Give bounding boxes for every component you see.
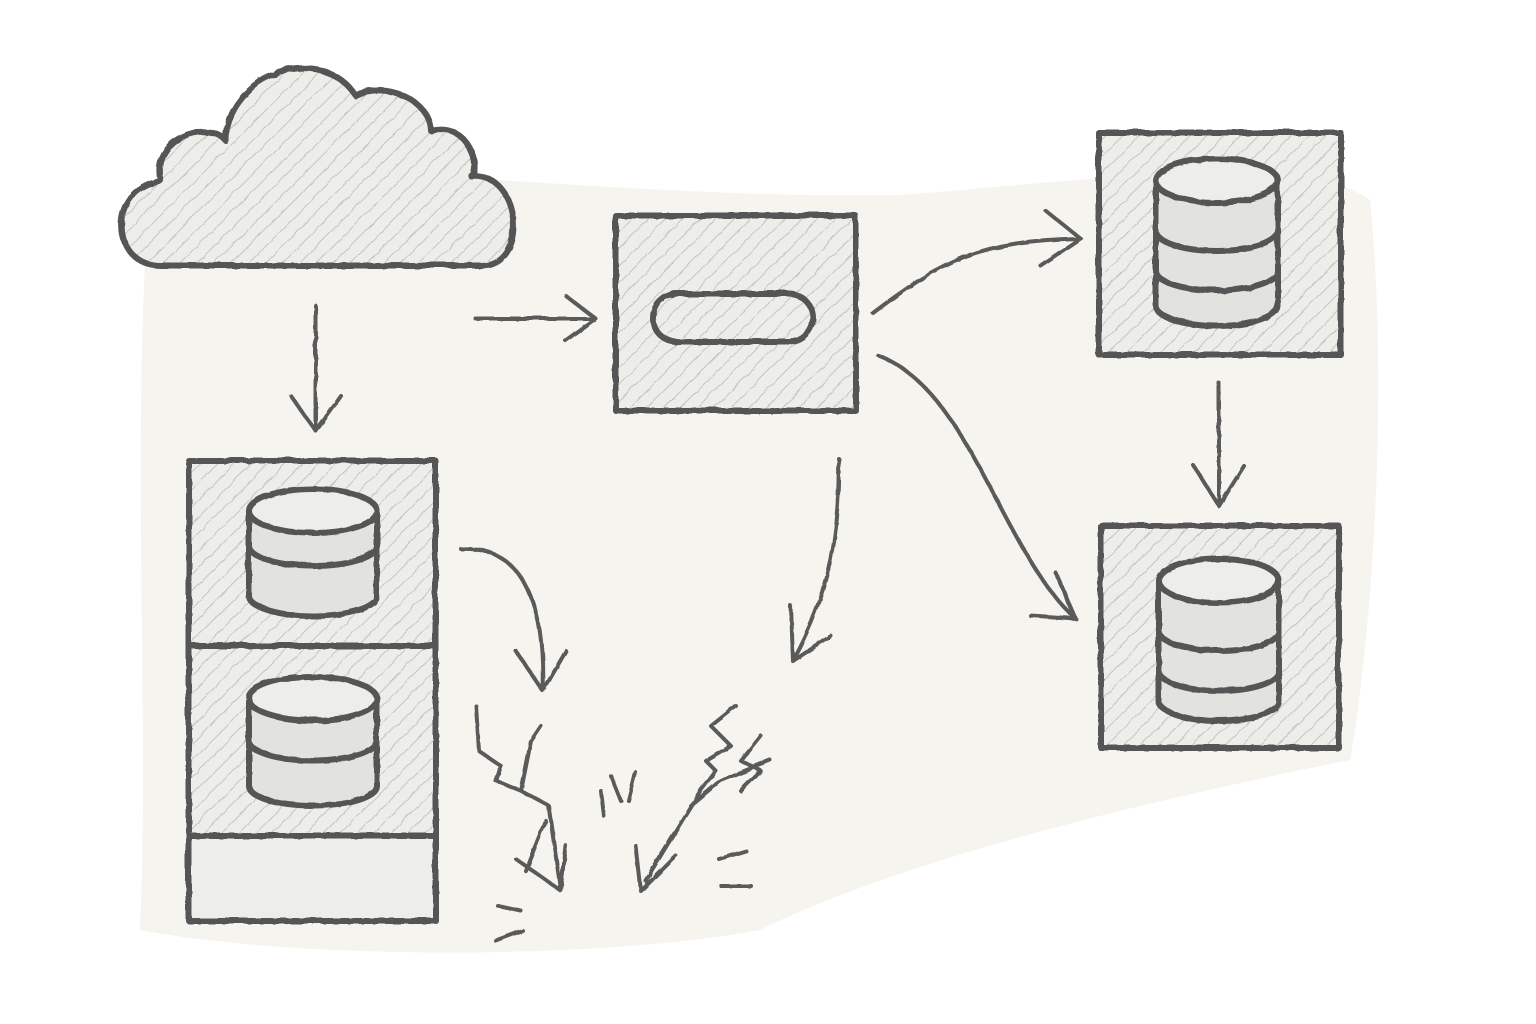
arrow-gateway-to-db-top (870, 208, 1082, 314)
arrow-stack-to-failure (458, 545, 567, 692)
db-top-right-node (1095, 129, 1343, 357)
db-stack-left-node (185, 457, 438, 923)
broken-arrow-left (473, 703, 567, 892)
paper-background (140, 170, 1379, 953)
database-icon (245, 485, 379, 618)
arrow-gateway-to-db-bottom (876, 353, 1077, 620)
cloud-icon (117, 64, 516, 268)
database-icon (1152, 155, 1280, 328)
arrow-gateway-to-failure (788, 456, 841, 662)
arrow-dbtop-to-dbbottom (1191, 380, 1245, 507)
database-icon (245, 673, 379, 808)
arrow-cloud-to-stack (288, 303, 342, 432)
pill-icon (649, 290, 815, 344)
arrow-cloud-to-gateway (473, 293, 597, 342)
database-icon (1155, 555, 1281, 723)
db-bottom-right-node (1097, 522, 1341, 750)
broken-arrow-right (633, 703, 772, 892)
impact-marks (493, 770, 752, 942)
gateway-node (612, 212, 858, 413)
